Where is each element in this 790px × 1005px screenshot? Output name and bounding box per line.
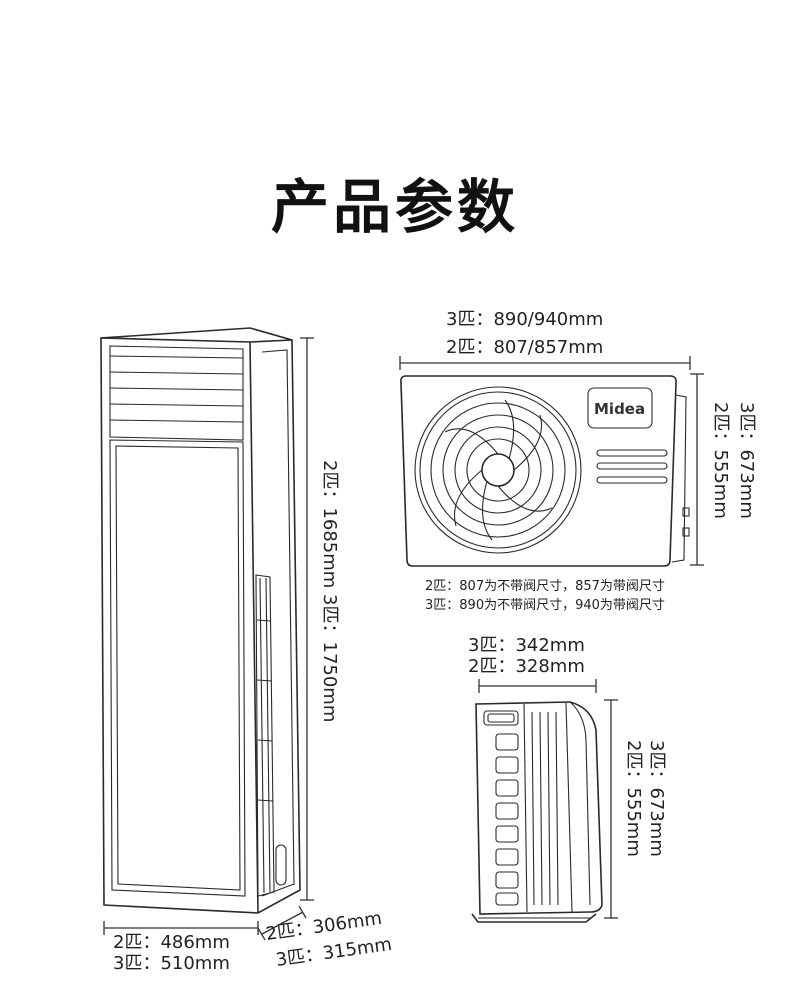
note-2p: 2匹：807为不带阀尺寸，857为带阀尺寸: [425, 579, 665, 594]
outdoor-depth-3p: 3匹：342mm: [468, 635, 585, 656]
midea-logo: Midea: [594, 400, 646, 418]
outdoor-unit-front-drawing: [399, 356, 704, 567]
outdoor-height-2p: 2匹：555mm: [710, 402, 731, 519]
indoor-height-label: 2匹：1685mm 3匹：1750mm: [319, 460, 340, 723]
outdoor-height-3p: 3匹：673mm: [736, 402, 757, 519]
indoor-unit-drawing: [100, 327, 314, 941]
outdoor-unit-side-drawing: [471, 679, 618, 923]
indoor-width-3p: 3匹：510mm: [113, 953, 230, 974]
outdoor-width-2p: 2匹：807/857mm: [446, 337, 604, 358]
side-height-3p: 3匹：673mm: [646, 740, 667, 857]
page-title: 产品参数: [270, 173, 519, 241]
indoor-width-2p: 2匹：486mm: [113, 932, 230, 953]
note-3p: 3匹：890为不带阀尺寸，940为带阀尺寸: [425, 598, 665, 613]
outdoor-width-3p: 3匹：890/940mm: [446, 309, 604, 330]
side-height-2p: 2匹：555mm: [623, 740, 644, 857]
outdoor-depth-2p: 2匹：328mm: [468, 656, 585, 677]
